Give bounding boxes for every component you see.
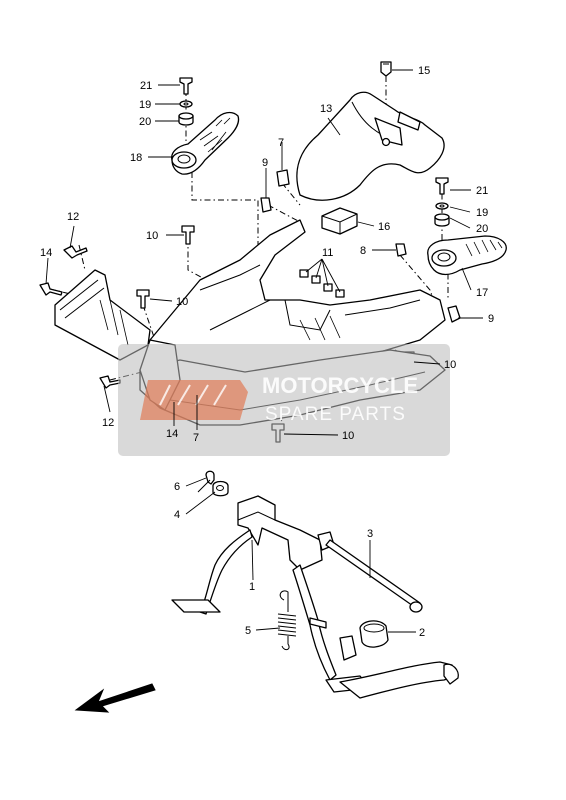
callout-19-right: 19 — [476, 207, 488, 219]
footrest-right-part-17 — [427, 235, 507, 276]
watermark-line2: SPARE PARTS — [265, 404, 406, 425]
watermark: MOTORCYCLE SPARE PARTS — [118, 344, 450, 456]
callout-20: 20 — [139, 116, 151, 128]
clip-nuts-part-11 — [299, 269, 345, 298]
callout-10-lower: 10 — [342, 430, 354, 442]
callout-3: 3 — [367, 528, 373, 540]
stopper-rubber-part-2 — [359, 620, 389, 648]
fastener-stack-left — [178, 77, 194, 126]
callout-19: 19 — [139, 99, 151, 111]
callout-14-lower: 14 — [166, 428, 178, 440]
callout-6: 6 — [174, 481, 180, 493]
callout-10-right: 10 — [444, 359, 456, 371]
callout-21: 21 — [140, 80, 152, 92]
callout-labels: 21 19 20 18 15 13 7 9 21 19 20 16 8 11 1… — [40, 65, 494, 639]
callout-12: 12 — [67, 211, 79, 223]
clip-part-15 — [380, 61, 392, 77]
leader-lines — [45, 69, 483, 633]
callout-2: 2 — [419, 627, 425, 639]
rubber-block-part-16 — [321, 207, 358, 235]
callout-10-upper: 10 — [146, 230, 158, 242]
cotter-pin-part-6 — [197, 470, 215, 493]
shaft-part-3 — [325, 539, 423, 613]
front-direction-arrow — [74, 683, 156, 713]
fastener-stack-right — [434, 177, 450, 227]
spring-part-5 — [277, 590, 327, 651]
callout-17: 17 — [476, 287, 488, 299]
callout-15: 15 — [418, 65, 430, 77]
callout-20-right: 20 — [476, 223, 488, 235]
main-stand-part-1 — [171, 495, 459, 699]
callout-9-right: 9 — [488, 313, 494, 325]
callout-14: 14 — [40, 247, 52, 259]
callout-12-lower: 12 — [102, 417, 114, 429]
callout-11: 11 — [322, 247, 333, 259]
callout-16: 16 — [378, 221, 390, 233]
callout-7-lower: 7 — [193, 432, 199, 444]
callout-18: 18 — [130, 152, 142, 164]
callout-10-left: 10 — [176, 296, 188, 308]
rear-cover-part-13 — [296, 91, 445, 201]
callout-13: 13 — [320, 103, 332, 115]
callout-9: 9 — [262, 157, 268, 169]
callout-1: 1 — [249, 581, 255, 593]
callout-7: 7 — [278, 137, 284, 149]
watermark-line1: MOTORCYCLE — [262, 373, 418, 398]
washer-part-4 — [212, 480, 229, 497]
callout-4: 4 — [174, 509, 180, 521]
callout-8: 8 — [360, 245, 366, 257]
callout-5: 5 — [245, 625, 251, 637]
callout-21-right: 21 — [476, 185, 488, 197]
small-clips — [260, 169, 461, 323]
footrest-left-part-18 — [171, 111, 240, 175]
